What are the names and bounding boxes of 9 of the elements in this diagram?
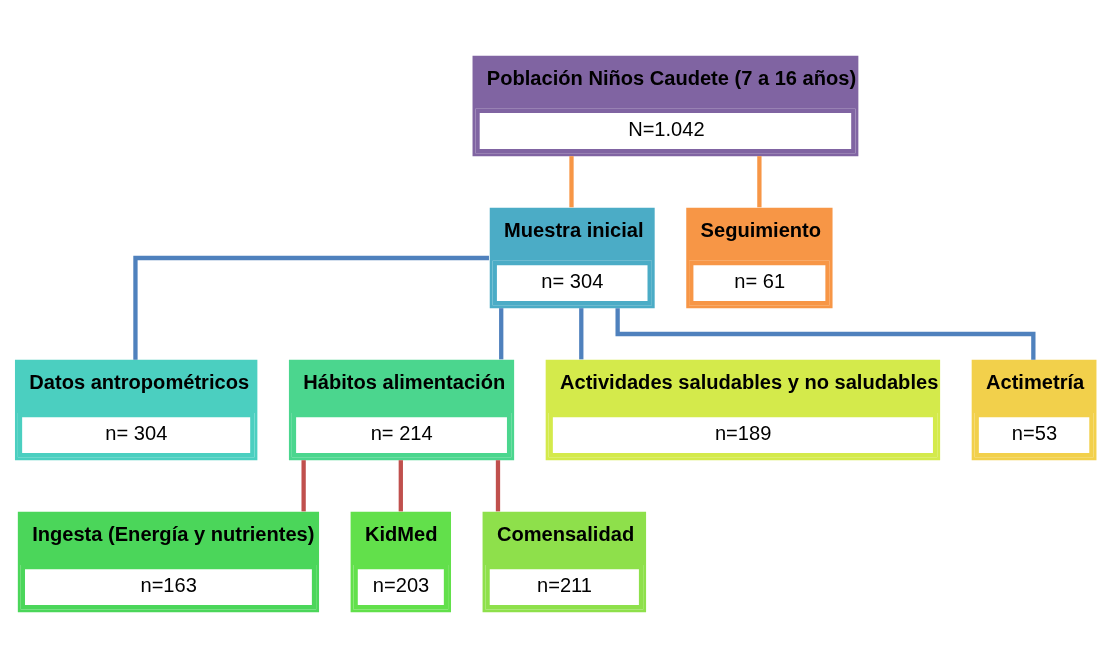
- connector: [579, 308, 584, 360]
- connector: [757, 156, 762, 208]
- connector: [301, 460, 306, 512]
- connector: [569, 156, 574, 208]
- connector: [398, 460, 403, 512]
- connector: [499, 308, 504, 360]
- connector: [495, 460, 501, 512]
- connector: [133, 255, 489, 360]
- connector: [615, 308, 1036, 360]
